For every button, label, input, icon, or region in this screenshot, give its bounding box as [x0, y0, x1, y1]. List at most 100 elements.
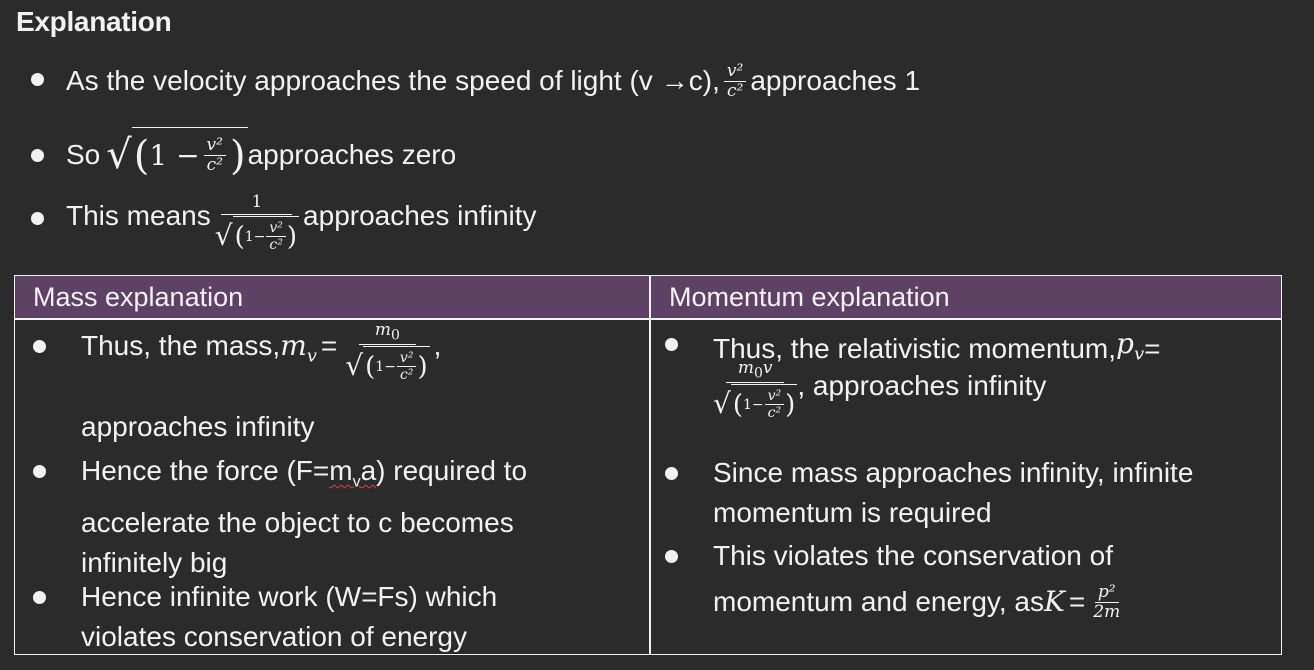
- item-line: accelerate the object to c becomes: [81, 506, 514, 538]
- math-operator: =: [1144, 333, 1161, 365]
- table-divider: [15, 318, 1281, 320]
- fraction-denominator: √ ( 1− v² c² ): [214, 215, 300, 256]
- fraction-v2-c2: v² c²: [764, 389, 785, 422]
- math-subscript: 0: [391, 327, 400, 344]
- page-heading: Explanation: [16, 6, 172, 37]
- explanation-table: Mass explanation Momentum explanation Th…: [14, 275, 1282, 655]
- bullet-text: So: [66, 139, 101, 170]
- bullet-dot: [665, 550, 678, 563]
- paren: (: [732, 389, 743, 420]
- sqrt-expression: √ ( 1− v² c² ): [713, 384, 798, 424]
- paren: ): [417, 351, 428, 382]
- fraction-denominator: √ ( 1− v² c² ): [713, 383, 798, 424]
- bullet-dot: [31, 212, 44, 225]
- math-subscript: v: [1133, 343, 1145, 365]
- bullet-dot: [33, 340, 46, 353]
- math-term: 1−: [375, 358, 396, 375]
- fraction-numerator: m0: [358, 320, 416, 346]
- item-text: momentum and energy, as: [713, 586, 1044, 617]
- item-line: momentum and energy, as K = p² 2m: [713, 582, 1124, 622]
- bullet-text: approaches zero: [247, 139, 457, 170]
- item-text: approaches infinity: [81, 411, 315, 442]
- math-subscript: v: [306, 345, 317, 367]
- math-term: p: [1116, 327, 1134, 360]
- item-line: momentum is required: [713, 497, 992, 528]
- fraction-denominator: c²: [206, 155, 223, 175]
- fraction-mass: m0 √ ( 1− v² c² ): [345, 320, 430, 386]
- fraction-denominator: c²: [399, 367, 414, 384]
- bullet-dot: [665, 467, 678, 480]
- bullet-dot: [31, 73, 44, 86]
- list-item: Thus, the mass, mv = m0 √ ( 1− v² c²: [33, 322, 442, 386]
- item-line: Hence infinite work (W=Fs) which: [81, 581, 498, 612]
- fraction-denominator: c²: [269, 237, 283, 253]
- momentum-explanation-cell: Thus, the relativistic momentum, pv = m0…: [665, 320, 1273, 650]
- list-item: Hence infinite work (W=Fs) which violate…: [33, 577, 498, 657]
- bullet-text: This means: [66, 200, 211, 231]
- math-term: m: [280, 329, 307, 362]
- fraction-numerator: v²: [723, 62, 747, 82]
- fraction-v2-c2: v² c²: [203, 137, 226, 175]
- paren: ): [785, 389, 796, 420]
- fraction-numerator: p²: [1094, 583, 1119, 603]
- table-header-momentum: Momentum explanation: [651, 276, 1281, 318]
- bullet-text: As the velocity approaches the speed of …: [66, 65, 653, 96]
- fraction-denominator: c²: [767, 405, 782, 422]
- item-subscript: v: [352, 473, 361, 491]
- sqrt-expression: √ ( 1 − v² c² ): [106, 127, 248, 183]
- math-operator: =: [1068, 586, 1086, 617]
- fraction-kinetic-energy: p² 2m: [1093, 583, 1121, 622]
- fraction-denominator: √ ( 1− v² c² ): [345, 345, 430, 386]
- momentum-symbol: pv: [1116, 324, 1144, 375]
- item-line: infinitely big: [81, 546, 228, 578]
- bullet-dot: [33, 465, 46, 478]
- sqrt-radicand: ( 1 − v² c² ): [131, 127, 248, 183]
- sqrt-sign: √: [214, 219, 233, 252]
- paren: (: [133, 132, 150, 179]
- fraction-denominator: 2m: [1093, 601, 1121, 622]
- fraction-numerator: v²: [203, 137, 226, 156]
- mass-symbol: mv: [280, 326, 317, 377]
- fraction-momentum: m0v √ ( 1− v² c² ): [713, 358, 798, 424]
- item-line: violates conservation of energy: [81, 621, 467, 652]
- bullet-text: c),: [688, 65, 720, 96]
- paren: (: [234, 221, 245, 252]
- bullet-dot: [31, 149, 44, 162]
- fraction-numerator: m0v: [725, 358, 785, 384]
- math-subscript: 0: [753, 365, 763, 382]
- item-text: Hence the force (F=: [81, 455, 330, 486]
- list-item: Thus, the relativistic momentum, pv =: [665, 324, 1161, 375]
- bullet-velocity: As the velocity approaches the speed of …: [66, 52, 920, 110]
- item-line: Since mass approaches infinity, infinite: [713, 457, 1194, 488]
- fraction-numerator: v²: [396, 351, 417, 368]
- item-text: Thus, the relativistic momentum,: [713, 333, 1117, 365]
- bullet-dot: [665, 338, 678, 351]
- paren: ): [229, 132, 246, 179]
- sqrt-sign: √: [713, 387, 731, 421]
- math-term: m: [374, 320, 392, 340]
- fraction-one-over-sqrt: 1 √ ( 1− v² c² ): [214, 194, 300, 256]
- item-text: ,: [433, 330, 442, 361]
- bullet-sqrt: So √ ( 1 − v² c² ) approaches zero: [66, 124, 456, 186]
- fraction-v2-c2: v² c²: [266, 221, 286, 252]
- list-item-continuation: approaches infinity: [81, 407, 314, 447]
- sqrt-expression: √ ( 1− v² c² ): [214, 216, 300, 256]
- fraction-numerator: v²: [764, 389, 785, 406]
- item-line: This violates the conservation of: [713, 540, 1113, 571]
- fraction-numerator: v²: [266, 221, 286, 237]
- math-operator: =: [320, 330, 338, 361]
- list-item-continuation: m0v √ ( 1− v² c² ): [713, 360, 1046, 424]
- sqrt-radicand: ( 1− v² c² ): [232, 216, 300, 256]
- sqrt-sign: √: [345, 349, 364, 383]
- spellcheck-word[interactable]: mva: [329, 455, 376, 491]
- bullet-infinity: This means 1 √ ( 1− v² c² ): [66, 190, 537, 272]
- list-item: Since mass approaches infinity, infinite…: [665, 453, 1194, 533]
- fraction-v2-c2: v² c²: [396, 351, 417, 384]
- table-divider: [649, 276, 651, 654]
- item-line: Hence the force (F=mva) required to: [81, 451, 527, 503]
- paren: ): [286, 221, 298, 252]
- arrow-icon: →: [660, 65, 689, 96]
- math-term: m: [737, 358, 754, 378]
- bullet-text: approaches infinity: [303, 200, 537, 231]
- energy-symbol: K: [1043, 585, 1065, 618]
